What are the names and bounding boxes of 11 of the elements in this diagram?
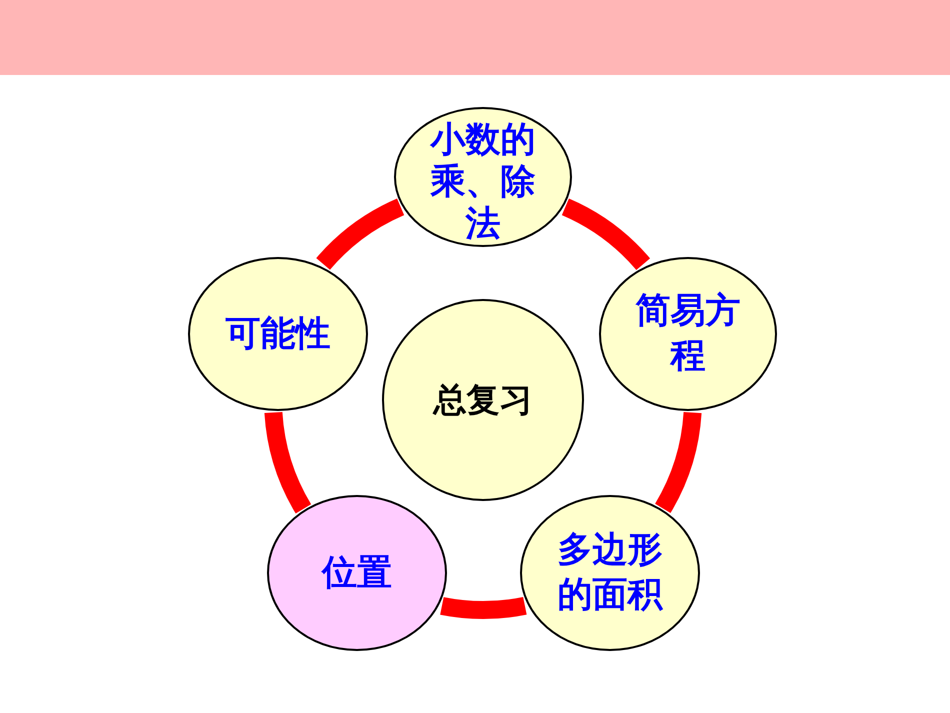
topic-label: 简易方程: [634, 290, 742, 378]
topic-label: 位置: [322, 552, 392, 594]
ring-connector: [264, 411, 312, 514]
topic-label: 多边形的面积: [556, 529, 664, 617]
topic-label: 小数的乘、除法: [428, 119, 536, 245]
topic-label: 可能性: [226, 312, 330, 356]
center-label: 总复习: [434, 379, 532, 421]
ring-connector: [654, 412, 702, 513]
ring-connector: [316, 198, 405, 270]
ring-connector: [561, 198, 650, 270]
ring-connector: [440, 596, 526, 619]
